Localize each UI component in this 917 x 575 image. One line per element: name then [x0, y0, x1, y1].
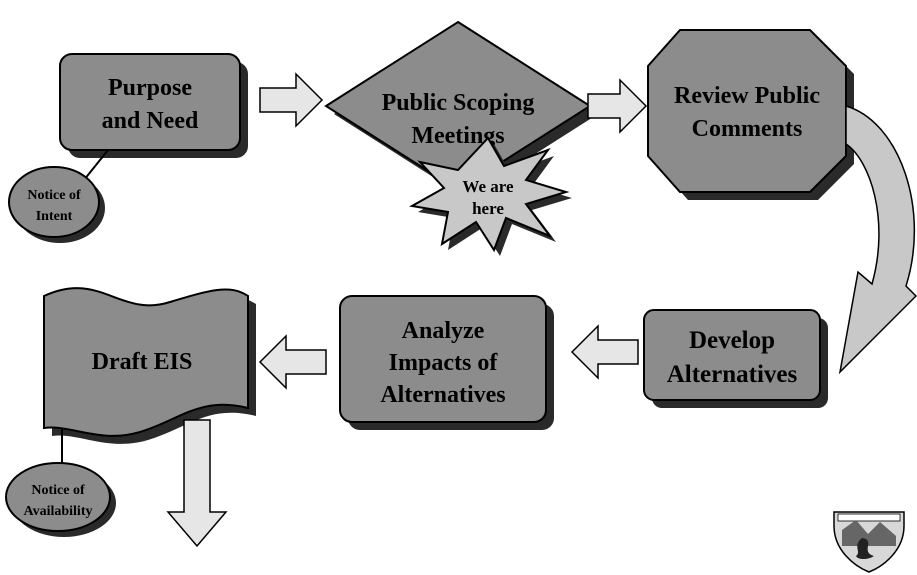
notice-of-intent-line2: Intent: [36, 209, 73, 224]
we-are-here-line2: here: [472, 199, 504, 218]
analyze-impacts-node: Analyze Impacts of Alternatives: [339, 295, 554, 430]
arrow-draft-down: [166, 419, 228, 548]
blm-shield-logo-icon: [833, 511, 905, 573]
notice-of-intent-line1: Notice of: [27, 188, 81, 203]
we-are-here-starburst: We are here: [409, 136, 572, 256]
develop-label-line2: Alternatives: [667, 361, 798, 388]
analyze-label-line2: Impacts of: [389, 350, 499, 376]
purpose-and-need-node: Purpose and Need: [59, 53, 248, 158]
draft-eis-node: Draft EIS: [43, 287, 256, 444]
notice-of-intent-callout: Notice of Intent: [8, 166, 105, 243]
arrow-analyze-to-draft: [258, 334, 327, 390]
review-public-comments-node: Review Public Comments: [647, 29, 854, 200]
review-label-line1: Review Public: [674, 83, 820, 109]
notice-of-availability-line2: Availability: [24, 504, 93, 519]
draft-eis-label: Draft EIS: [92, 349, 193, 375]
notice-of-availability-line1: Notice of: [31, 483, 85, 498]
develop-label-line1: Develop: [689, 327, 775, 354]
purpose-label-line2: and Need: [102, 108, 199, 134]
review-label-line2: Comments: [692, 116, 803, 142]
purpose-label-line1: Purpose: [108, 75, 192, 101]
curved-arrow-review-to-develop: [838, 104, 917, 375]
analyze-label-line3: Alternatives: [380, 382, 505, 408]
we-are-here-line1: We are: [462, 177, 514, 196]
arrow-purpose-to-scoping: [259, 72, 324, 128]
arrow-develop-to-analyze: [570, 324, 639, 380]
notice-of-availability-callout: Notice of Availability: [5, 462, 116, 537]
analyze-label-line1: Analyze: [402, 318, 485, 344]
scoping-label-line1: Public Scoping: [382, 90, 535, 116]
arrow-scoping-to-review: [587, 78, 648, 134]
develop-alternatives-node: Develop Alternatives: [643, 309, 828, 408]
